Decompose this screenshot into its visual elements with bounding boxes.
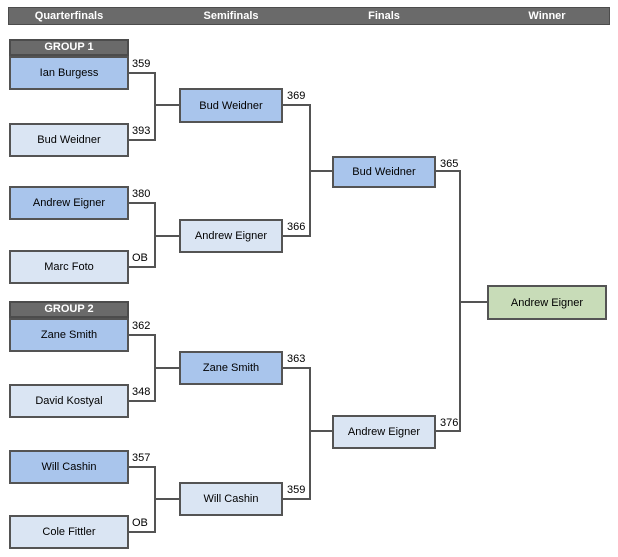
connector-line bbox=[309, 430, 332, 432]
sf-player-box: Zane Smith bbox=[179, 351, 283, 385]
connector-line bbox=[129, 400, 156, 402]
column-header-winner: Winner bbox=[528, 10, 566, 22]
sf-player-box: Will Cashin bbox=[179, 482, 283, 516]
qf-score-label: 348 bbox=[132, 386, 151, 398]
qf-score-label: OB bbox=[132, 252, 148, 264]
sf-score-label: 366 bbox=[287, 221, 306, 233]
connector-line bbox=[129, 139, 156, 141]
connector-line bbox=[129, 466, 156, 468]
winner-box: Andrew Eigner bbox=[487, 285, 607, 320]
connector-line bbox=[129, 531, 156, 533]
connector-line bbox=[154, 235, 179, 237]
qf-player-box: Will Cashin bbox=[9, 450, 129, 484]
qf-player-box: Ian Burgess bbox=[9, 56, 129, 90]
qf-player-box: Marc Foto bbox=[9, 250, 129, 284]
connector-line bbox=[129, 202, 156, 204]
connector-line bbox=[154, 498, 179, 500]
final-player-box: Andrew Eigner bbox=[332, 415, 436, 449]
qf-score-label: 362 bbox=[132, 320, 151, 332]
connector-line bbox=[283, 498, 311, 500]
qf-player-box: David Kostyal bbox=[9, 384, 129, 418]
connector-line bbox=[309, 170, 332, 172]
group-header-2: GROUP 2 bbox=[9, 301, 129, 318]
sf-score-label: 369 bbox=[287, 90, 306, 102]
connector-line bbox=[154, 367, 179, 369]
connector-line bbox=[309, 367, 311, 500]
connector-line bbox=[459, 301, 487, 303]
qf-score-label: 380 bbox=[132, 188, 151, 200]
final-score-label: 376 bbox=[440, 417, 459, 429]
sf-player-box: Andrew Eigner bbox=[179, 219, 283, 253]
column-header-quarterfinals: Quarterfinals bbox=[34, 10, 104, 22]
qf-player-box: Cole Fittler bbox=[9, 515, 129, 549]
connector-line bbox=[436, 430, 461, 432]
sf-score-label: 363 bbox=[287, 353, 306, 365]
qf-score-label: 357 bbox=[132, 452, 151, 464]
column-header-bar bbox=[8, 7, 610, 25]
group-header-1: GROUP 1 bbox=[9, 39, 129, 56]
connector-line bbox=[436, 170, 461, 172]
connector-line bbox=[154, 104, 179, 106]
connector-line bbox=[154, 72, 156, 141]
qf-player-box: Bud Weidner bbox=[9, 123, 129, 157]
final-player-box: Bud Weidner bbox=[332, 156, 436, 188]
qf-player-box: Andrew Eigner bbox=[9, 186, 129, 220]
column-header-finals: Finals bbox=[368, 10, 400, 22]
connector-line bbox=[283, 235, 311, 237]
column-header-semifinals: Semifinals bbox=[203, 10, 259, 22]
qf-player-box: Zane Smith bbox=[9, 318, 129, 352]
connector-line bbox=[129, 334, 156, 336]
sf-score-label: 359 bbox=[287, 484, 306, 496]
connector-line bbox=[129, 266, 156, 268]
connector-line bbox=[283, 367, 311, 369]
qf-score-label: 359 bbox=[132, 58, 151, 70]
connector-line bbox=[129, 72, 156, 74]
connector-line bbox=[283, 104, 311, 106]
sf-player-box: Bud Weidner bbox=[179, 88, 283, 123]
final-score-label: 365 bbox=[440, 158, 459, 170]
qf-score-label: 393 bbox=[132, 125, 151, 137]
qf-score-label: OB bbox=[132, 517, 148, 529]
